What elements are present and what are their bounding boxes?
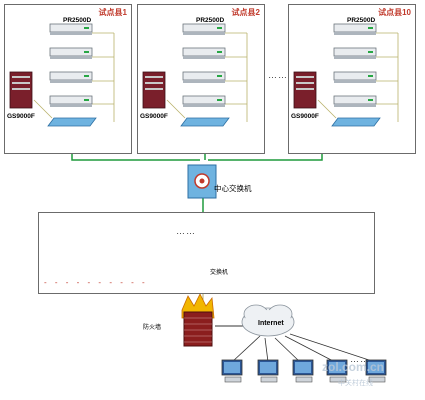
clients-ellipsis: …… — [350, 354, 370, 364]
internet-label: Internet — [258, 320, 284, 327]
switch-icon — [47, 117, 97, 127]
lan-dash-row: - - - - - - - - - - — [44, 278, 148, 287]
firewall-label: 防火墙 — [143, 325, 162, 331]
watermark-text: zol.com.cn — [322, 360, 385, 374]
server-model-label: PR2500D — [196, 17, 225, 24]
lan-ellipsis: …… — [176, 226, 196, 236]
site-title: 试点县10 — [378, 8, 411, 17]
site-title: 试点县1 — [98, 8, 127, 17]
client-links — [231, 333, 376, 363]
sites-ellipsis: …… — [268, 70, 288, 80]
watermark-subtext: 中关村在线 — [338, 380, 373, 387]
switch-icon — [331, 117, 381, 127]
server-model-label: PR2500D — [347, 17, 376, 24]
firewall-icon — [183, 311, 213, 347]
lan-group — [38, 212, 375, 294]
storage-model-label: GS9000F — [140, 113, 168, 120]
server-model-label: PR2500D — [63, 17, 92, 24]
center-switch-label: 中心交换机 — [214, 184, 252, 193]
site-title: 试点县2 — [231, 8, 260, 17]
storage-model-label: GS9000F — [291, 113, 319, 120]
switch-icon — [180, 117, 230, 127]
storage-model-label: GS9000F — [7, 113, 35, 120]
lan-switch-label: 交换机 — [210, 270, 229, 276]
